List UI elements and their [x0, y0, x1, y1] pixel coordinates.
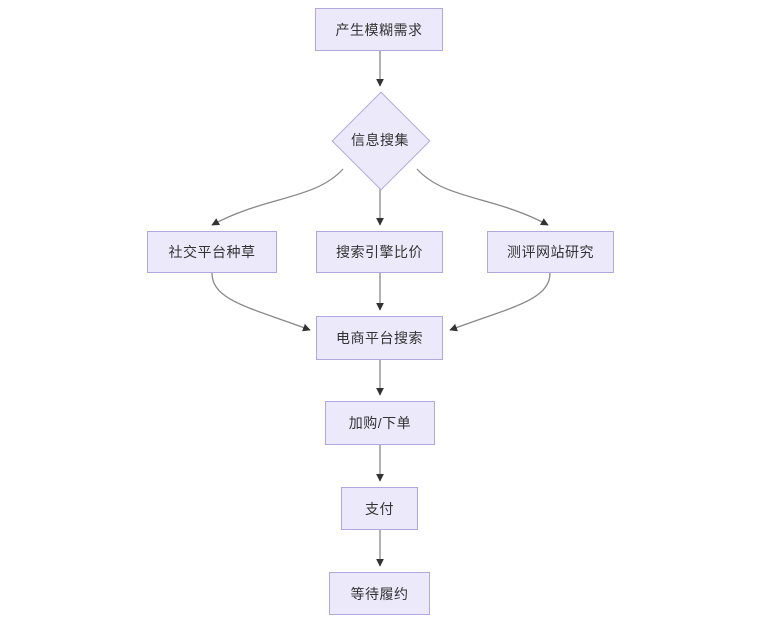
edge-n3-n6 [211, 272, 311, 332]
edge-n2-n5 [416, 168, 549, 226]
node-label: 社交平台种草 [168, 244, 256, 260]
node-label: 产生模糊需求 [335, 21, 423, 38]
node-search-engine-price-compare[interactable]: 搜索引擎比价 [316, 231, 443, 273]
node-label: 搜索引擎比价 [336, 244, 423, 260]
node-information-gathering[interactable]: 信息搜集 [331, 91, 431, 191]
node-label: 测评网站研究 [507, 244, 594, 260]
node-label: 电商平台搜索 [336, 330, 423, 346]
node-payment[interactable]: 支付 [341, 487, 418, 530]
edge-n5-n6 [449, 272, 551, 332]
node-label: 支付 [365, 500, 394, 517]
node-label: 加购/下单 [348, 415, 412, 431]
node-label: 等待履约 [350, 585, 409, 602]
node-ecommerce-platform-search[interactable]: 电商平台搜索 [316, 316, 443, 360]
node-social-platform-recommendation[interactable]: 社交平台种草 [147, 231, 277, 273]
node-produce-vague-demand[interactable]: 产生模糊需求 [315, 8, 443, 51]
node-review-site-research[interactable]: 测评网站研究 [487, 231, 614, 273]
edge-n2-n3 [211, 168, 344, 226]
node-await-fulfillment[interactable]: 等待履约 [329, 572, 430, 615]
node-add-to-cart-place-order[interactable]: 加购/下单 [325, 401, 435, 445]
diamond-shape [331, 91, 431, 191]
